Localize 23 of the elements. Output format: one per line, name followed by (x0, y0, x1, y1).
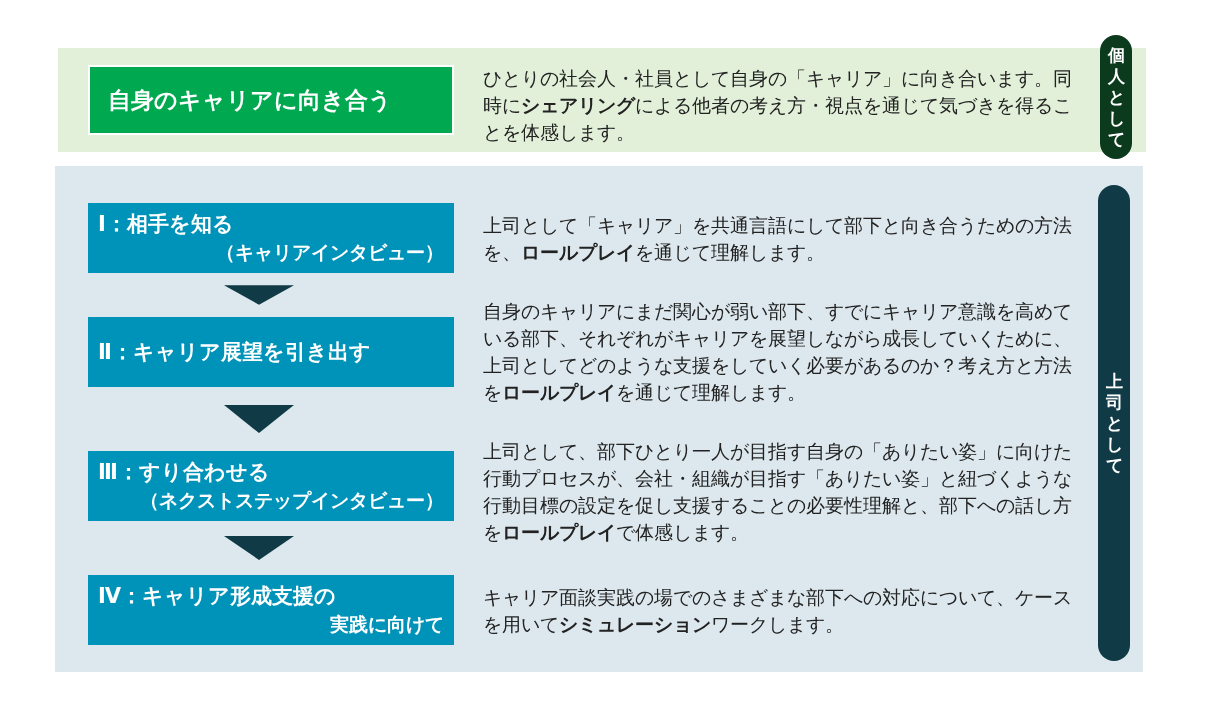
title-box: 自身のキャリアに向き合う (88, 65, 454, 135)
step-title: Ⅲ：すり合わせる (98, 459, 271, 486)
description-text: ひとりの社会人・社員として自身の「キャリア」に向き合います。同時にシェアリングによる他者の考え方・視点を通じて気づきを得ることを体感します。 (483, 66, 1073, 145)
description-text: 自身のキャリアにまだ関心が弱い部下、すでにキャリア意識を高めている部下、それぞれがキャリアを展望しながら成長していくために、上司としてどのような支援をしていく必要があるのか？考え方と方法をロールプレイを通じて理解します。 (483, 299, 1073, 405)
side-label: 上司として (1105, 370, 1123, 476)
step-box: Ⅱ：キャリア展望を引き出す (88, 317, 454, 387)
description-text: 上司として「キャリア」を共通言語にして部下と向き合うための方法を、ロールプレイを通じて理解します。 (483, 213, 1073, 265)
step-box (88, 451, 454, 521)
step-title: Ⅰ：相手を知る (98, 211, 235, 238)
step-box (88, 203, 454, 273)
chevron-arrow (224, 536, 294, 560)
step-subtitle: 実践に向けて (329, 612, 444, 637)
description-text: 上司として、部下ひとり一人が目指す自身の「ありたい姿」に向けた行動プロセスが、会社・組織が目指す「ありたい姿」と紐づくような行動目標の設定を促し支援することの必要性理解と、部下への話し方をロールプレイで体感します。 (483, 439, 1073, 545)
side-label: 個人として (1107, 44, 1125, 150)
step-title: Ⅳ：キャリア形成支援の (98, 583, 338, 610)
description-text: キャリア面談実践の場でのさまざまな部下への対応について、ケースを用いてシミュレーションワークします。 (483, 585, 1073, 637)
step-subtitle: （ネクストステップインタビュー） (139, 488, 444, 513)
step-subtitle: （キャリアインタビュー） (215, 240, 444, 265)
chevron-arrow (224, 285, 294, 305)
step-box (88, 575, 454, 645)
side-label-pill (1100, 35, 1132, 159)
chevron-arrow (224, 404, 294, 434)
side-label-pill (1098, 185, 1130, 661)
